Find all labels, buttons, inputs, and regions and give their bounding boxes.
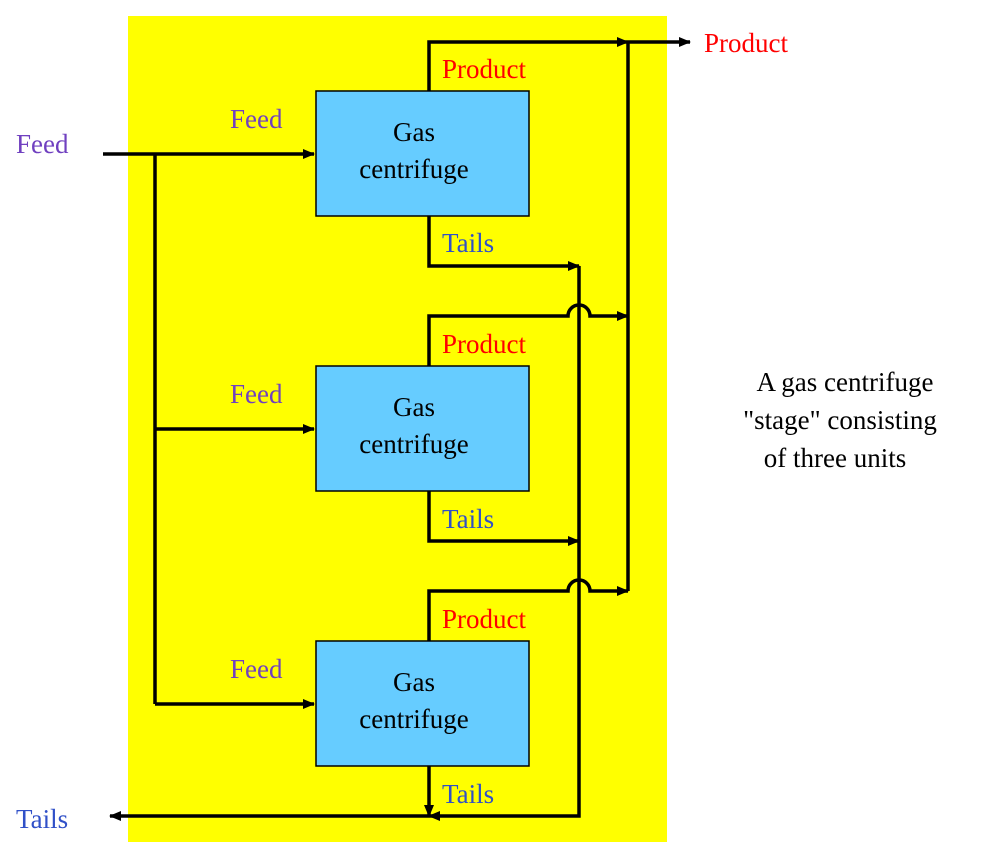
tails-label-unit-1: Tails <box>442 228 494 258</box>
centrifuge-label-line2: centrifuge <box>359 154 468 184</box>
caption-line3: of three units <box>764 443 906 473</box>
centrifuge-box <box>315 90 530 217</box>
feed-inlet-label: Feed <box>16 129 69 159</box>
centrifuge-label-line1: Gas <box>393 117 435 147</box>
tails-line-unit-1 <box>427 216 580 271</box>
feed-label-unit-3: Feed <box>230 654 283 684</box>
product-label-unit-2: Product <box>442 329 526 359</box>
tails-label-unit-2: Tails <box>442 504 494 534</box>
flow-lines <box>103 37 691 821</box>
centrifuge-label-line1: Gas <box>393 392 435 422</box>
centrifuge-label-line2: centrifuge <box>359 704 468 734</box>
feed-label-unit-2: Feed <box>230 379 283 409</box>
product-label-unit-3: Product <box>442 604 526 634</box>
tails-outlet-label: Tails <box>16 804 68 834</box>
product-label-unit-1: Product <box>442 54 526 84</box>
feed-label-unit-1: Feed <box>230 104 283 134</box>
product-outlet-label: Product <box>704 28 788 58</box>
centrifuge-unit-3: Gas centrifuge <box>315 640 530 767</box>
centrifuge-unit-1: Gas centrifuge <box>315 90 530 217</box>
centrifuge-unit-2: Gas centrifuge <box>315 365 530 492</box>
centrifuge-label-line2: centrifuge <box>359 429 468 459</box>
centrifuge-box <box>315 640 530 767</box>
product-line-unit-1 <box>427 37 629 91</box>
caption-line1: A gas centrifuge <box>757 367 934 397</box>
tails-label-unit-3: Tails <box>442 779 494 809</box>
centrifuge-box <box>315 365 530 492</box>
caption-line2: "stage" consisting <box>743 405 937 435</box>
tails-manifold-line <box>428 266 581 821</box>
tails-line-unit-2 <box>427 491 580 546</box>
centrifuge-label-line1: Gas <box>393 667 435 697</box>
